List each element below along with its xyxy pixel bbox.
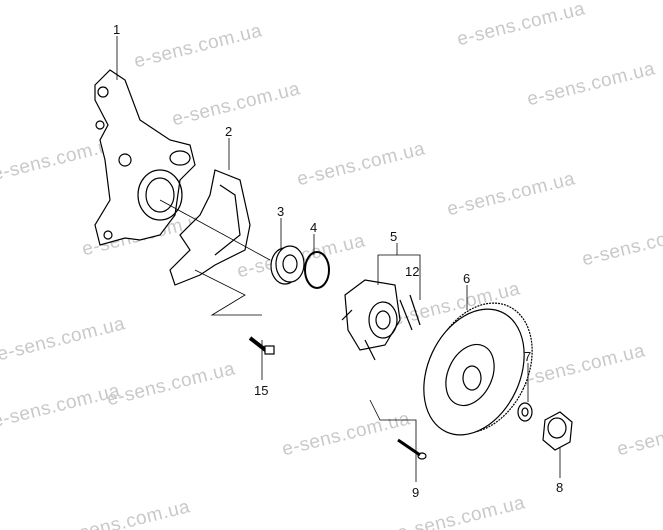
leader-lines: [116, 36, 561, 482]
screw: [397, 438, 427, 460]
steering-knuckle: [94, 69, 196, 246]
callout-15: 15: [254, 383, 269, 398]
hub-nut: [542, 411, 573, 451]
callout-3: 3: [277, 204, 285, 219]
callout-8: 8: [556, 480, 564, 495]
brake-disc: [423, 302, 533, 436]
callout-12: 12: [405, 264, 420, 279]
bolt: [248, 336, 275, 355]
callout-2: 2: [225, 124, 233, 139]
washer: [517, 402, 533, 422]
callout-5: 5: [390, 229, 398, 244]
callout-6: 6: [463, 271, 471, 286]
wheel-bearing: [270, 245, 305, 285]
callout-7: 7: [524, 349, 532, 364]
callout-9: 9: [412, 485, 420, 500]
snap-ring: [304, 251, 330, 289]
wheel-hub: [341, 279, 421, 361]
callout-4: 4: [310, 220, 318, 235]
callout-1: 1: [113, 22, 121, 37]
